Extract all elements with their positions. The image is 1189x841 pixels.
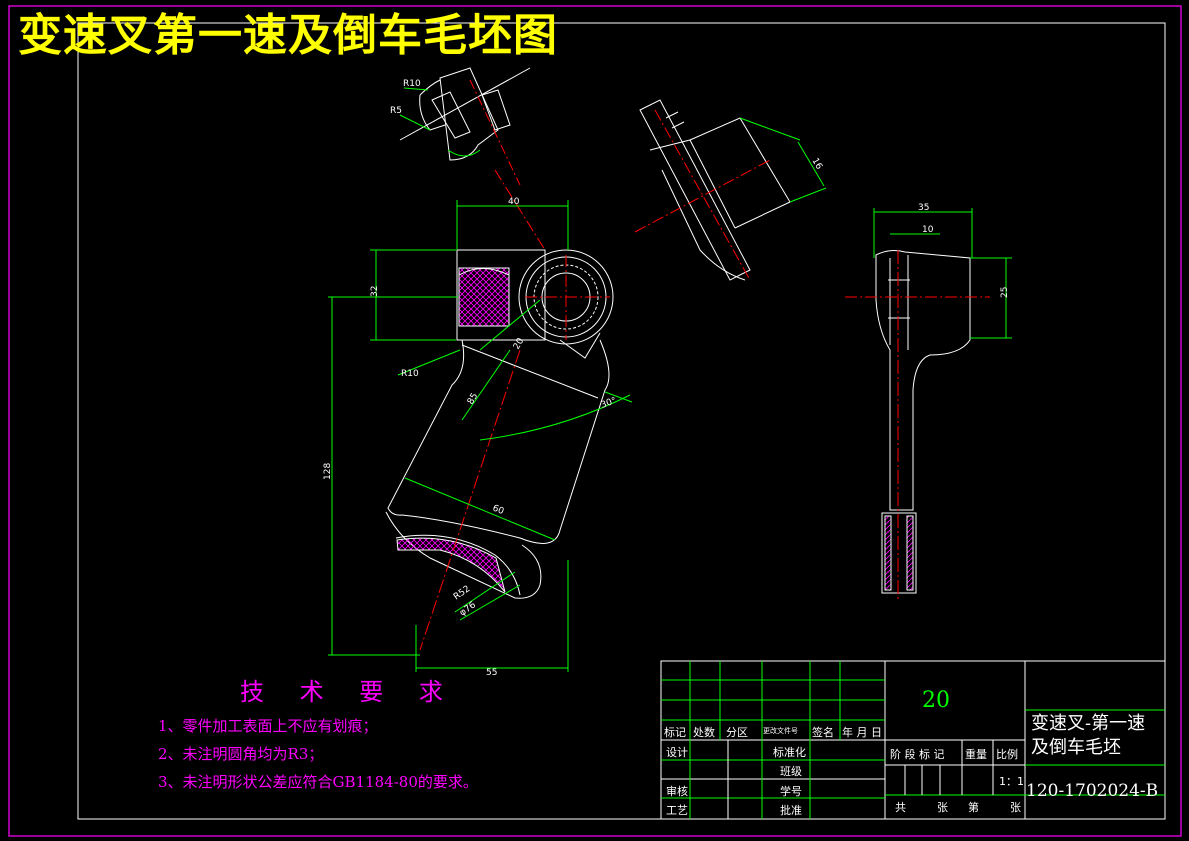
tilted-view (634, 99, 827, 281)
tb-count: 处数 (693, 726, 715, 739)
tech-requirement-2: 2、未注明圆角均为R3； (158, 745, 324, 763)
tb-part-name: 变速叉-第一速 及倒车毛坯 (1031, 712, 1145, 760)
dim-40: 40 (508, 197, 520, 207)
dim-128: 128 (323, 463, 333, 480)
tb-quantity: 20 (922, 688, 950, 713)
tb-student-id: 学号 (780, 785, 802, 798)
tb-class: 班级 (780, 765, 802, 778)
tb-review: 审核 (666, 785, 688, 798)
tb-process: 工艺 (666, 804, 688, 817)
dim-10: 10 (922, 225, 934, 235)
dim-32: 32 (370, 286, 380, 297)
tech-requirement-3: 3、未注明形状公差应符合GB1184-80的要求。 (158, 773, 478, 791)
tech-requirement-1: 1、零件加工表面上不应有划痕； (158, 717, 378, 735)
tb-change-doc: 更改文件号 (763, 727, 798, 735)
outer-frame (8, 5, 1182, 837)
dim-25: 25 (1000, 287, 1010, 298)
tb-mark: 标记 (664, 726, 686, 739)
dim-r10-top: R10 (403, 79, 421, 89)
dim-85: 85 (466, 392, 480, 407)
tb-sheet-no: 第 (968, 801, 979, 814)
tb-sheets: 张 (937, 801, 948, 814)
tb-standardization: 标准化 (773, 746, 806, 759)
tb-design: 设计 (666, 746, 688, 759)
tb-date: 年 月 日 (842, 726, 882, 739)
dim-35: 35 (918, 203, 929, 213)
main-view (328, 169, 633, 672)
dim-r52: R52 (452, 584, 472, 602)
tb-scale: 1：1 (999, 775, 1024, 788)
dim-55: 55 (486, 668, 497, 678)
tb-signature: 签名 (812, 726, 834, 739)
dim-20: 20 (512, 336, 527, 351)
tb-approve: 批准 (780, 804, 802, 817)
section-detail (399, 67, 531, 186)
tb-zone: 分区 (726, 726, 748, 739)
title-block-grid (660, 660, 1166, 820)
tech-requirements: 技 术 要 求 1、零件加工表面上不应有划痕； 2、未注明圆角均为R3； 3、未… (150, 672, 478, 799)
dim-r10-left: R10 (401, 369, 419, 379)
dim-r5: R5 (390, 106, 402, 116)
tb-part-name-line1: 变速叉-第一速 (1031, 713, 1146, 734)
tb-weight: 重量 (965, 748, 987, 761)
dim-60: 60 (491, 504, 506, 518)
drawing-title: 变速叉第一速及倒车毛坯图 (18, 10, 558, 61)
tb-stage-mark: 阶 段 标 记 (890, 748, 945, 761)
side-view (845, 208, 1012, 600)
inner-frame (77, 22, 1166, 820)
tb-total: 共 (895, 801, 906, 814)
tech-requirements-heading: 技 术 要 求 (240, 678, 457, 706)
dim-16: 16 (809, 157, 824, 172)
tb-ratio: 比例 (996, 748, 1018, 761)
tb-part-name-line2: 及倒车毛坯 (1031, 737, 1121, 758)
tb-drawing-number: 120-1702024-B (1026, 781, 1159, 801)
tb-sheet-unit: 张 (1010, 801, 1021, 814)
